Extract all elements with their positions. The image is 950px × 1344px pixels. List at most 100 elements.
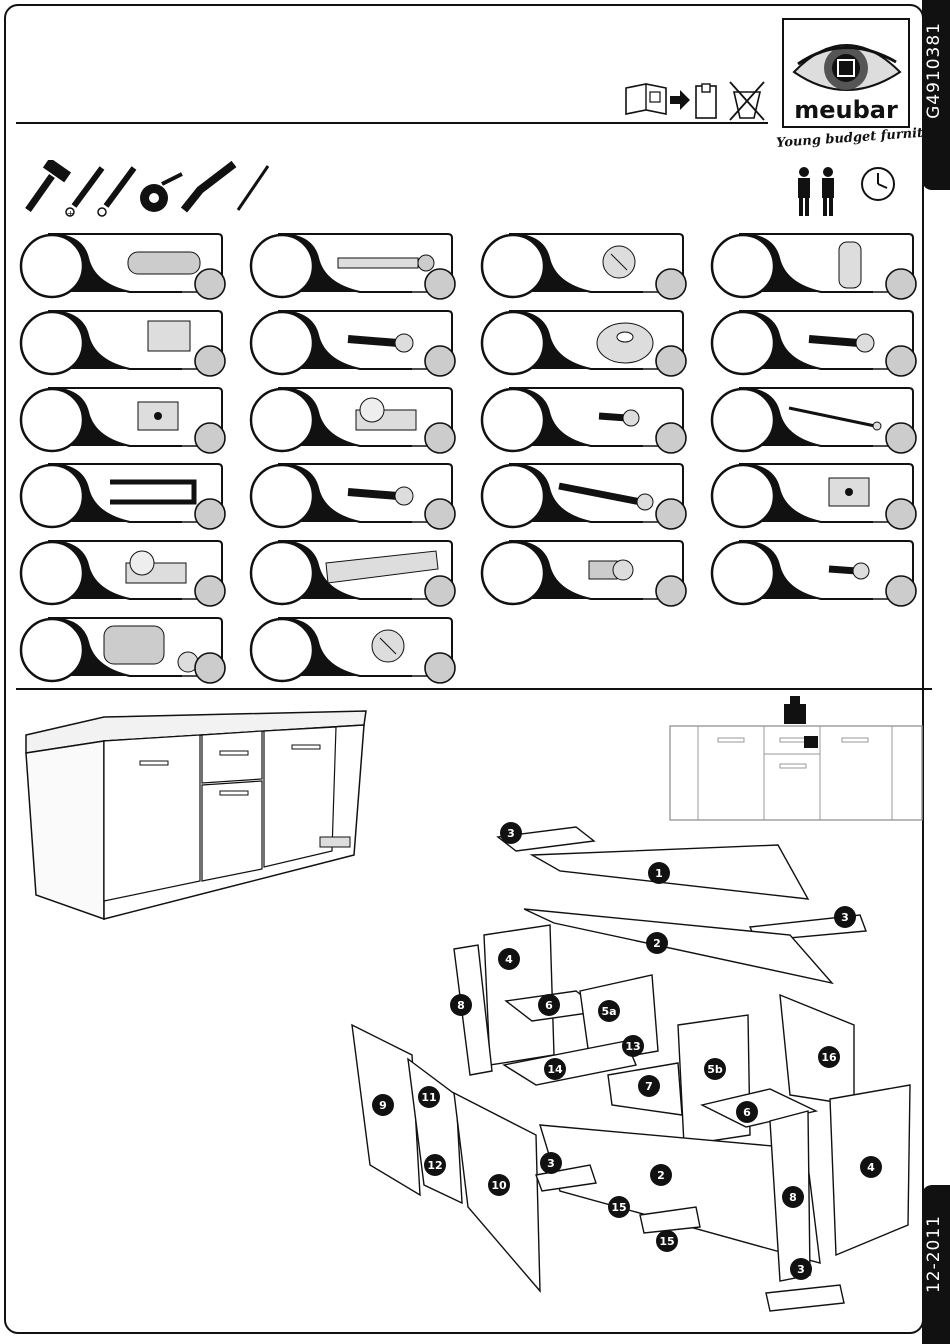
brand-name: meubar — [784, 96, 908, 124]
document-date: 12-2011 — [924, 1215, 944, 1293]
wooden-dowel-icon — [128, 252, 200, 274]
hardware-part-tile — [18, 386, 228, 454]
cam-bolt-icon — [338, 255, 434, 271]
binder-icon — [696, 84, 716, 118]
hardware-part-tile — [709, 462, 919, 530]
part-number-label: 4 — [860, 1156, 882, 1178]
assembled-sideboard — [20, 705, 370, 920]
hardware-part-tile — [248, 386, 458, 454]
drawer-runner-icon — [326, 551, 438, 583]
part-number-label: 8 — [782, 1186, 804, 1208]
short-screw-icon — [829, 563, 869, 579]
part-number-label: 4 — [498, 948, 520, 970]
screw-icon — [809, 334, 874, 352]
part-number-label: 3 — [834, 906, 856, 928]
euro-screw-icon — [589, 560, 633, 580]
part-number-label: 5a — [598, 1000, 620, 1022]
clock-icon — [862, 168, 894, 200]
hardware-part-tile — [479, 232, 689, 300]
exploded-assembly-view — [340, 815, 920, 1335]
sidebar-top-block: G4910381 — [922, 0, 950, 190]
hammer-icon — [28, 160, 71, 210]
phillips-screwdriver-icon: + — [66, 168, 102, 218]
flat-screwdriver-icon — [98, 168, 134, 216]
hinge-plate-icon — [138, 402, 178, 430]
cam-lock-icon — [372, 630, 404, 662]
right-sidebar: G4910381 12-2011 — [922, 0, 950, 1344]
part-number-label: 2 — [650, 1164, 672, 1186]
part-number-label: 12 — [424, 1154, 446, 1176]
hardware-part-tile — [248, 539, 458, 607]
part-number-label: 3 — [500, 822, 522, 844]
short-screw-icon — [599, 410, 639, 426]
pencil-icon — [238, 166, 268, 210]
hardware-part-tile — [248, 309, 458, 377]
part-number-label: 6 — [736, 1101, 758, 1123]
hardware-part-tile — [709, 232, 919, 300]
eye-icon — [784, 24, 908, 104]
hinge-icon — [356, 398, 416, 430]
hardware-part-tile — [479, 539, 689, 607]
part-number-label: 14 — [544, 1058, 566, 1080]
hardware-part-tile — [479, 309, 689, 377]
screw-icon — [348, 487, 413, 505]
hinge-plate-icon — [829, 478, 869, 506]
svg-text:+: + — [67, 209, 74, 218]
tape-measure-icon — [140, 174, 182, 212]
hardware-part-tile — [709, 386, 919, 454]
parts-rule — [16, 688, 932, 690]
nail-icon — [789, 408, 881, 430]
plastic-foot-icon — [597, 323, 653, 363]
hardware-part-tile — [18, 539, 228, 607]
screw-icon — [348, 334, 413, 352]
manual-book-icon — [626, 84, 666, 114]
hardware-part-tile — [709, 309, 919, 377]
arrow-right-icon — [670, 90, 690, 110]
part-number-label: 15 — [608, 1196, 630, 1218]
long-screw-icon — [559, 486, 653, 510]
hardware-part-tile — [18, 309, 228, 377]
part-number-label: 3 — [540, 1152, 562, 1174]
part-number-label: 1 — [648, 862, 670, 884]
hardware-part-tile — [709, 539, 919, 607]
handle-icon — [110, 482, 194, 502]
part-number-label: 6 — [538, 994, 560, 1016]
square-ruler-icon — [184, 164, 234, 210]
part-number-label: 10 — [488, 1174, 510, 1196]
part-number-label: 3 — [790, 1258, 812, 1280]
instruction-icons — [622, 78, 772, 122]
hardware-part-tile — [248, 616, 458, 684]
header-rule — [16, 122, 768, 124]
connector-bolt-icon — [839, 242, 861, 288]
part-number-label: 7 — [638, 1075, 660, 1097]
sideboard-front-view — [668, 692, 924, 832]
person-icon — [798, 167, 810, 216]
hardware-part-tile — [479, 386, 689, 454]
document-code: G4910381 — [924, 22, 944, 119]
part-number-label: 8 — [450, 994, 472, 1016]
part-number-label: 11 — [418, 1086, 440, 1108]
part-number-label: 13 — [622, 1035, 644, 1057]
hardware-part-tile — [18, 462, 228, 530]
shelf-support-icon — [148, 321, 190, 351]
tools-row: + — [22, 160, 272, 218]
assembly-info — [794, 166, 902, 218]
person-icon — [822, 167, 834, 216]
cam-lock-icon — [603, 246, 635, 278]
cam-bolt-large-icon — [104, 626, 198, 672]
sidebar-bottom-block: 12-2011 — [922, 1185, 950, 1344]
part-number-label: 16 — [818, 1046, 840, 1068]
hardware-part-tile — [18, 616, 228, 684]
hinge-icon — [126, 551, 186, 583]
hardware-part-tile — [248, 462, 458, 530]
hardware-part-tile — [248, 232, 458, 300]
hardware-part-tile — [479, 462, 689, 530]
no-water-icon — [730, 82, 764, 120]
part-number-label: 9 — [372, 1094, 394, 1116]
part-number-label: 15 — [656, 1230, 678, 1252]
part-number-label: 5b — [704, 1058, 726, 1080]
brand-logo: meubar — [782, 18, 910, 128]
weight-icon — [784, 696, 806, 724]
hardware-part-tile — [18, 232, 228, 300]
part-number-label: 2 — [646, 932, 668, 954]
